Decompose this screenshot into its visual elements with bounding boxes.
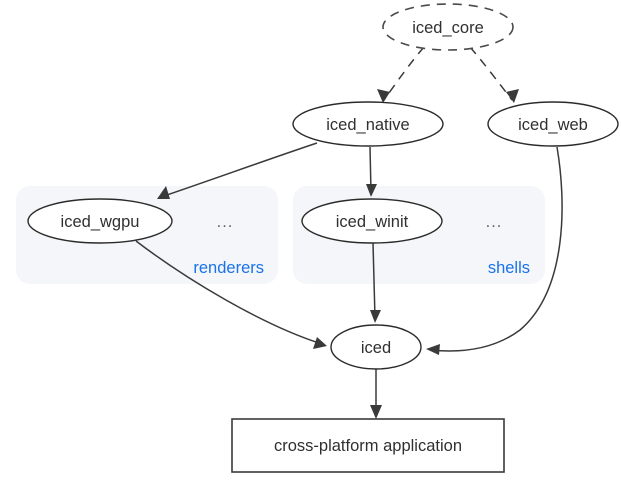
node-iced-native-label: iced_native (326, 116, 409, 134)
edge-iced-core-to-iced-web-line (469, 46, 513, 101)
edge-iced-core-to-iced-web-arrowhead (506, 89, 519, 103)
node-cross-platform-application-label: cross-platform application (274, 437, 462, 455)
edge-iced-native-to-iced-wgpu-line (160, 142, 318, 198)
edge-iced-core-to-iced-native-arrowhead (377, 89, 390, 103)
node-iced-core[interactable]: iced_core (382, 3, 514, 51)
node-iced-winit-shape[interactable] (301, 198, 443, 244)
cluster-shells-label: shells (488, 259, 530, 277)
edge-iced-core-to-iced-web (469, 46, 519, 103)
node-iced-wgpu-shape[interactable] (27, 198, 173, 244)
edge-iced-native-to-iced-winit (366, 146, 377, 197)
node-iced-web-label: iced_web (518, 116, 588, 134)
node-cross-platform-application-shape[interactable] (231, 418, 505, 473)
edge-iced-wgpu-to-iced-line (135, 240, 323, 345)
edge-iced-to-app (370, 369, 382, 419)
node-iced-core-label: iced_core (412, 19, 484, 37)
cluster-shells-ellipsis: ... (486, 213, 503, 231)
edge-iced-wgpu-to-iced (135, 240, 327, 349)
node-iced-core-shape[interactable] (382, 3, 514, 51)
edge-iced-native-to-iced-wgpu (157, 142, 318, 199)
node-iced-shape[interactable] (330, 324, 422, 370)
node-iced-label: iced (361, 339, 391, 357)
edge-iced-winit-to-iced (370, 242, 381, 323)
edge-iced-native-to-iced-wgpu-arrowhead (157, 186, 170, 199)
node-iced-winit-label: iced_winit (336, 213, 409, 231)
node-iced-native-shape[interactable] (292, 101, 444, 147)
node-iced-native[interactable]: iced_native (292, 101, 444, 147)
node-iced-wgpu-label: iced_wgpu (61, 213, 140, 231)
edge-iced-web-to-iced-line (430, 146, 563, 352)
edge-iced-core-to-iced-native-line (383, 46, 425, 101)
cluster-renderers-label: renderers (193, 259, 264, 277)
edge-iced-native-to-iced-winit-arrowhead (366, 184, 377, 197)
node-iced-winit[interactable]: iced_winit (301, 198, 443, 244)
cluster-renderers-ellipsis: ... (217, 213, 234, 231)
edge-iced-to-app-arrowhead (370, 405, 382, 419)
edge-iced-wgpu-to-iced-arrowhead (313, 337, 327, 349)
node-iced-web-shape[interactable] (487, 101, 619, 147)
edge-iced-winit-to-iced-line (372, 242, 376, 319)
edge-iced-core-to-iced-native (377, 46, 425, 103)
edge-iced-web-to-iced (426, 146, 563, 355)
node-iced-web[interactable]: iced_web (487, 101, 619, 147)
node-iced[interactable]: iced (330, 324, 422, 370)
node-cross-platform-application[interactable]: cross-platform application (231, 418, 505, 473)
node-iced-wgpu[interactable]: iced_wgpu (27, 198, 173, 244)
edge-iced-web-to-iced-arrowhead (426, 344, 440, 355)
edge-iced-winit-to-iced-arrowhead (370, 310, 381, 323)
